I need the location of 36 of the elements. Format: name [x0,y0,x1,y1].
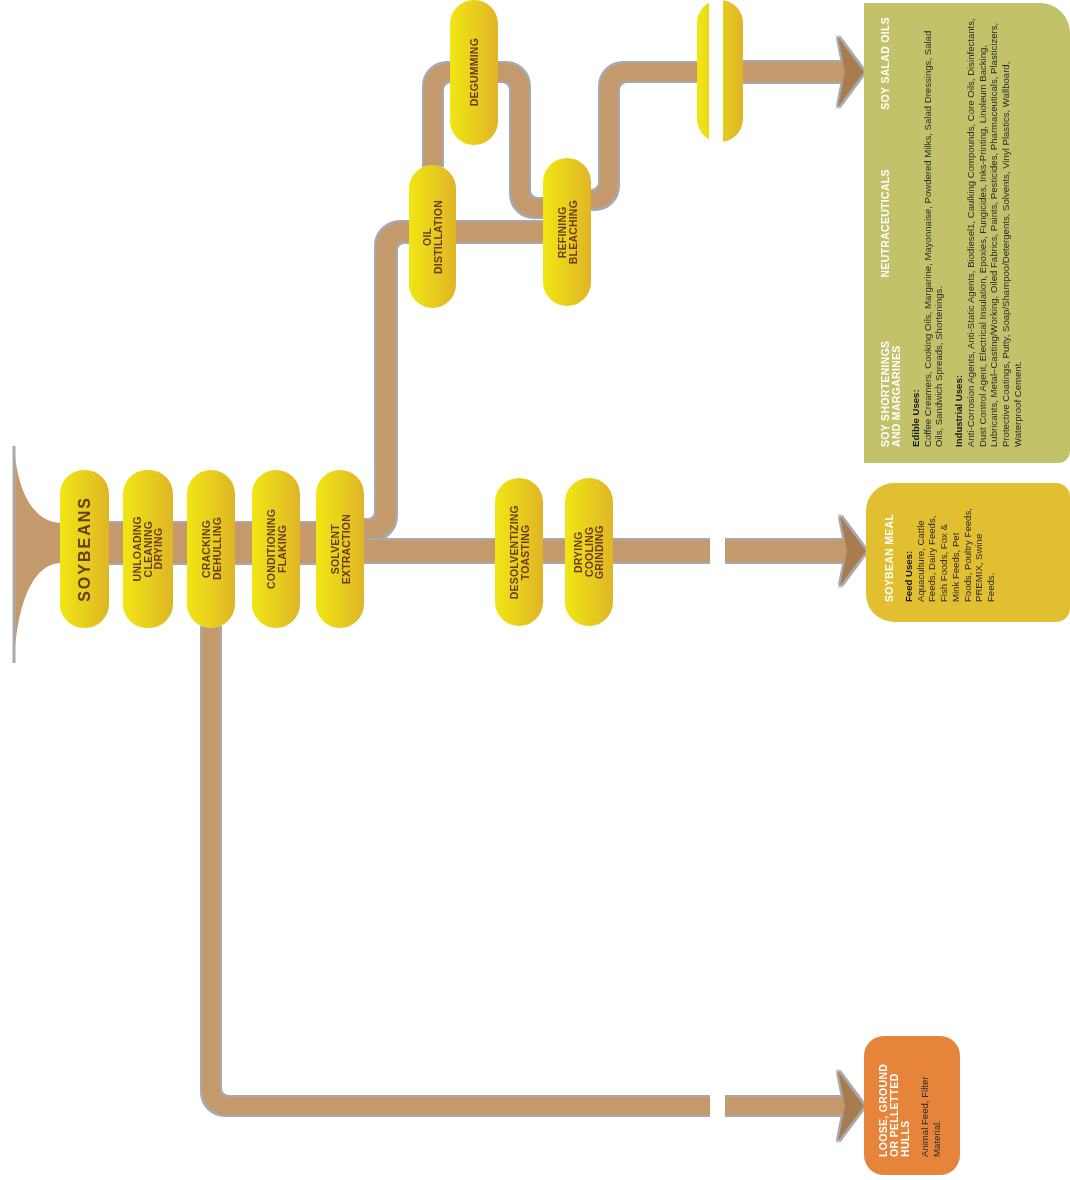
panel-heading: SOY SALAD OILS [880,17,891,110]
process-pill [450,0,498,145]
panel-heading: SOYBEAN MEAL [884,513,895,602]
step-label: CONDITIONING FLAKING [265,509,287,589]
process-pill [495,478,543,626]
process-pill [123,470,173,628]
step-label: UNLOADING CLEANING DRYING [132,516,164,582]
product-panel [864,3,1070,463]
step-label: CRACKING DEHULLING [200,517,222,581]
product-panel [866,483,1070,622]
step-label: DESOLVENTIZING TOASTING [508,504,530,600]
process-pill [409,165,456,308]
split-capsule-shape [697,0,743,142]
uses-text: Industrial Uses: Anti-Corrosion Agents, Anti-Static Agents, Biodiesel1, Caulking Compounds, Core Oils, Disinfectants, Dust Control Agent, Electrical Insulation, Epoxies, Fungicides, Inks-Printing, Linoleum Backing, Lubricants, Metal–Casting/Working, Oiled Fabrics, Paints, Pesticides, Pharmaceuticals, Plasticizers, Protective Coatings, Putty, Soap/Shampoo/Detergents, Solvents, Vinyl Plastics, Wallboard, Waterproof Cement. [953,17,1024,447]
step-label: REFINING BLEACHING [556,199,578,265]
process-pill [187,470,235,628]
process-pill [565,478,613,626]
step-label: DEGUMMING [468,38,480,107]
process-pill [316,470,364,628]
uses-text: Animal Feed, Filter Material. [919,1075,943,1157]
step-label: SOLVENT EXTRACTION [329,513,351,585]
pipe-arrow [743,37,864,107]
pipe-arrow [202,628,864,1141]
panel-heading: SOY SHORTENINGS AND MARGARINES [880,339,903,447]
process-pill [252,470,300,628]
uses-text: Feed Uses: Aquaculture, Cattle Feeds, Dairy Feeds, Fish Foods, Fox & Mink Feeds, Pet Foods, Poultry Feeds, PREMIX, Swine Feeds. [903,507,997,602]
panel-heading: NEUTRACEUTICALS [880,169,891,278]
pipe-arrow [613,516,866,586]
uses-text: Edible Uses: Coffee Creamers, Cooking Oils, Margarine, Mayonnaise, Powdered Milks, Salad Dressings, Salad Oils, Sandwich Spreads, Shortenings. [910,29,946,447]
step-label: DRYING COOLING GRINDING [573,524,605,580]
step-label: OIL DISTILLATION [422,199,443,274]
step-label: SOYBEANS [76,496,93,602]
product-panel [864,1036,960,1175]
panel-heading: LOOSE, GROUND OR PELLETTED HULLS [878,1062,912,1157]
process-pill [543,158,591,306]
process-pill [60,470,109,628]
